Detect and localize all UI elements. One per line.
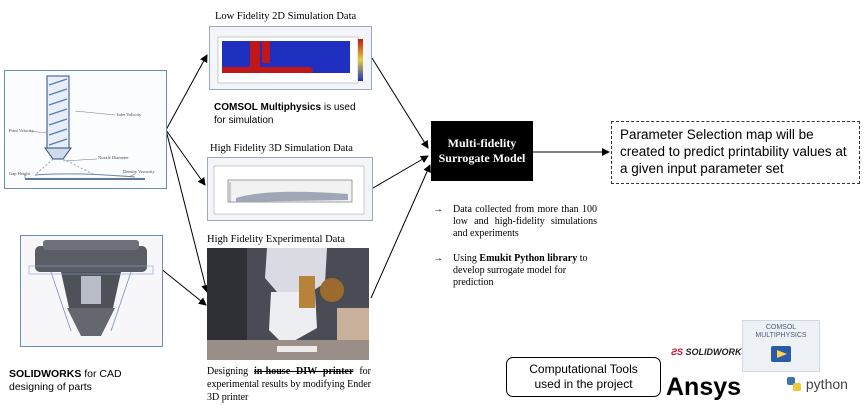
experimental-caption: Designing in-house DIW printer for exper… (207, 365, 371, 404)
cad-caption: SOLIDWORKS for CAD designing of parts (9, 368, 169, 394)
hf3d-render (213, 165, 365, 215)
bullet-2-bold: Emukit Python library (479, 252, 578, 264)
arrow-photo-to-model (370, 164, 431, 299)
nozzle-schematic: Inlet Velocity Print Velocity Nozzle Dia… (4, 70, 167, 189)
low-fidelity-caption-rest: is used for simulation (214, 102, 356, 126)
comsol-icon (771, 346, 791, 362)
bullet-2-pre: Using (453, 252, 480, 264)
label-nozzle-diameter: Nozzle Diameter (98, 155, 129, 160)
low-fidelity-2d-plot (209, 26, 372, 90)
ansys-logo-text: Ansys (666, 373, 742, 401)
cad-caption-rest: for CAD designing of parts (9, 368, 122, 393)
high-fidelity-3d-plot (207, 157, 373, 221)
comsol-logo: COMSOL MULTIPHYSICS (742, 320, 820, 372)
arrow-glyph-2: → (433, 252, 443, 264)
cad-caption-bold: SOLIDWORKS (9, 368, 82, 380)
python-logo: python (786, 376, 848, 392)
solidworks-logo: ƧS SOLIDWORKS (671, 347, 748, 357)
cad-part-image (28, 240, 154, 336)
arrow-glyph-1: → (433, 204, 443, 215)
bullet-item: → Using Emukit Python library to develop… (433, 253, 597, 290)
bullet-list: → Data collected from more than 100 low … (433, 204, 597, 289)
comsol-line1: COMSOL (765, 324, 797, 331)
solidworks-logo-text: SOLIDWORKS (685, 347, 748, 357)
tools-line1: Computational Tools (529, 362, 638, 376)
arrow-lf2d-to-model (371, 57, 429, 149)
bullet-text-1: Data collected from more than 100 low an… (453, 204, 597, 241)
exp-caption-rest: for experimental results by modifying En… (207, 366, 371, 403)
arrow-schematic-to-lf2d (165, 54, 208, 131)
parameter-map-box: Parameter Selection map will be created … (611, 121, 860, 184)
output-text: Parameter Selection map will be created … (620, 127, 847, 176)
comsol-bold: COMSOL Multiphysics (214, 102, 322, 113)
lf2d-contour (217, 36, 363, 84)
low-fidelity-title: Low Fidelity 2D Simulation Data (215, 11, 357, 22)
arrow-schematic-to-hf3d (165, 129, 206, 186)
comsol-logo-text: COMSOL MULTIPHYSICS (743, 324, 819, 340)
bullet-2-post: to develop surrogate model for predictio… (453, 252, 588, 289)
label-inlet-velocity: Inlet Velocity (117, 112, 142, 117)
surrogate-model-box: Multi-fidelity Surrogate Model (431, 121, 533, 181)
python-icon (787, 377, 801, 391)
bullet-item: → Data collected from more than 100 low … (433, 204, 597, 241)
arrow-schematic-to-photo (165, 129, 210, 293)
tools-line2: used in the project (534, 377, 633, 391)
bullet-text-2: Using Emukit Python library to develop s… (453, 253, 597, 290)
printer-photo (207, 248, 369, 360)
label-print-velocity: Print Velocity (9, 128, 34, 133)
model-line2: Surrogate Model (438, 151, 526, 165)
high-fidelity-sim-title: High Fidelity 3D Simulation Data (210, 143, 353, 154)
high-fidelity-exp-title: High Fidelity Experimental Data (207, 234, 345, 245)
label-gap-height: Gap Height (9, 171, 30, 176)
arrow-hf3d-to-model (372, 155, 429, 189)
arrow-cad-to-photo (159, 267, 207, 306)
bullet-1-pre: Data collected from more than 100 low an… (453, 204, 597, 240)
computational-tools-box: Computational Tools used in the project (506, 357, 661, 397)
ds-icon: ƧS (671, 347, 684, 357)
model-line1: Multi-fidelity (447, 136, 517, 150)
printer-photo-image (207, 248, 369, 360)
exp-caption-bold: in-house DIW printer (254, 366, 354, 377)
exp-caption-pre: Designing (207, 366, 255, 377)
nozzle-drawing (24, 75, 145, 180)
cad-render (20, 235, 163, 347)
label-density-viscosity: Density Viscosity (123, 169, 155, 174)
ansys-logo: Ansys (666, 373, 741, 402)
comsol-line2: MULTIPHYSICS (755, 332, 807, 339)
python-logo-text: python (805, 376, 848, 392)
low-fidelity-caption: COMSOL Multiphysics is used for simulati… (214, 102, 369, 127)
